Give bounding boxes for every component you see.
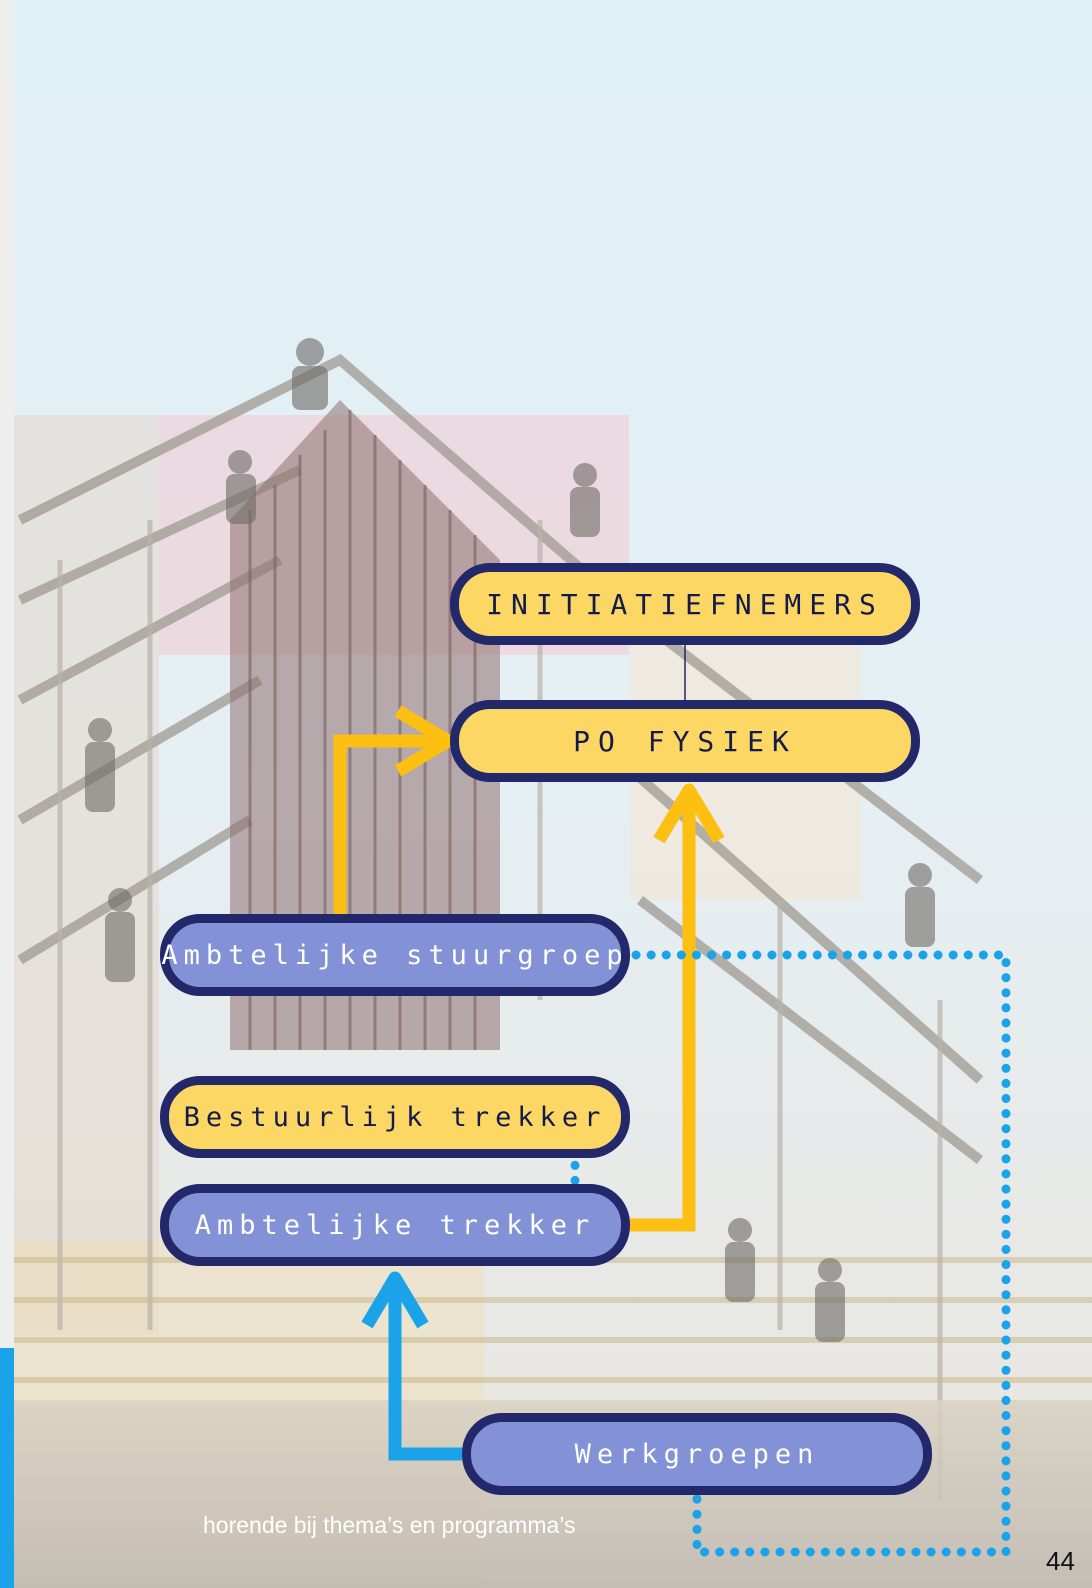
node-ambtelijke-stuurgroep: Ambtelijke stuurgroep <box>160 914 630 996</box>
left-accent-bar <box>0 1348 14 1588</box>
node-po-fysiek: PO FYSIEK <box>450 700 920 782</box>
node-bestuurlijk-trekker: Bestuurlijk trekker <box>160 1076 630 1158</box>
left-margin-strip <box>0 0 14 1588</box>
arrow-head-ambtelijke-trekker <box>361 1271 429 1329</box>
node-ambtelijke-trekker-label: Ambtelijke trekker <box>194 1209 596 1241</box>
werkgroepen-caption: horende bij thema’s en programma’s <box>203 1512 576 1538</box>
node-ambtelijke-stuurgroep-label: Ambtelijke stuurgroep <box>161 939 629 971</box>
node-initiatiefnemers-label: INITIATIEFNEMERS <box>486 587 884 621</box>
dotted-stuurgroep-to-werkgroepen <box>631 950 1011 1557</box>
arrow-ambtelijke-trekker-to-po-fysiek <box>630 790 696 1232</box>
arrow-stuurgroep-to-po-fysiek <box>333 734 440 914</box>
node-bestuurlijk-trekker-label: Bestuurlijk trekker <box>183 1101 607 1133</box>
page-number: 44 <box>1046 1546 1075 1576</box>
node-initiatiefnemers: INITIATIEFNEMERS <box>450 563 920 645</box>
node-po-fysiek-label: PO FYSIEK <box>573 724 797 758</box>
node-werkgroepen-label: Werkgroepen <box>574 1438 820 1470</box>
arrow-werkgroepen-to-ambtelijke-trekker <box>388 1280 462 1461</box>
arrow-head-po-fysiek-bottom <box>653 783 725 844</box>
node-ambtelijke-trekker: Ambtelijke trekker <box>160 1184 630 1266</box>
arrow-head-po-fysiek-left <box>394 705 455 777</box>
node-werkgroepen: Werkgroepen <box>462 1413 932 1495</box>
